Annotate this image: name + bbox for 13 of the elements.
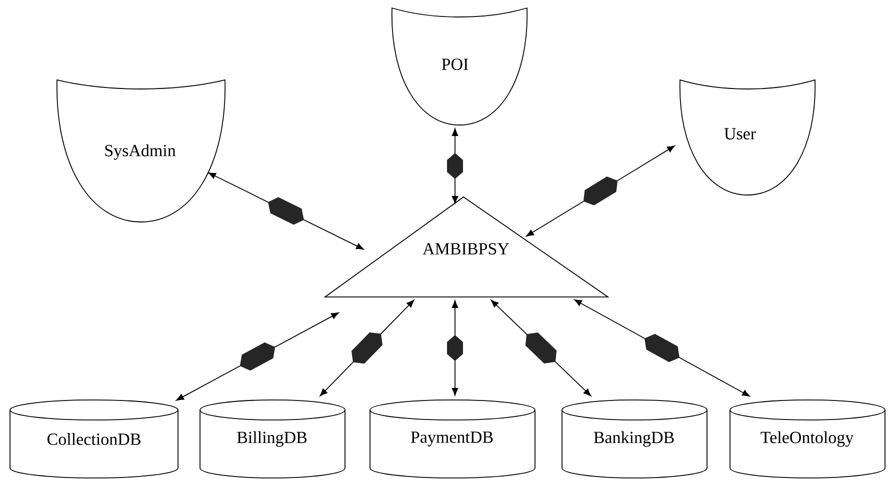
database-cylinder: BillingDB <box>200 400 346 478</box>
database-cylinder: BankingDB <box>562 400 708 478</box>
arrow <box>208 172 364 250</box>
arrow <box>176 312 339 401</box>
database-cylinder: PaymentDB <box>370 400 536 478</box>
arrow <box>574 299 750 397</box>
arrow <box>526 145 675 236</box>
arrow <box>490 300 592 396</box>
database-cylinder: CollectionDB <box>10 400 178 478</box>
arrow <box>320 300 414 396</box>
database-cylinder: TeleOntology <box>730 400 886 478</box>
arrow <box>447 300 463 396</box>
arrow <box>447 128 463 204</box>
